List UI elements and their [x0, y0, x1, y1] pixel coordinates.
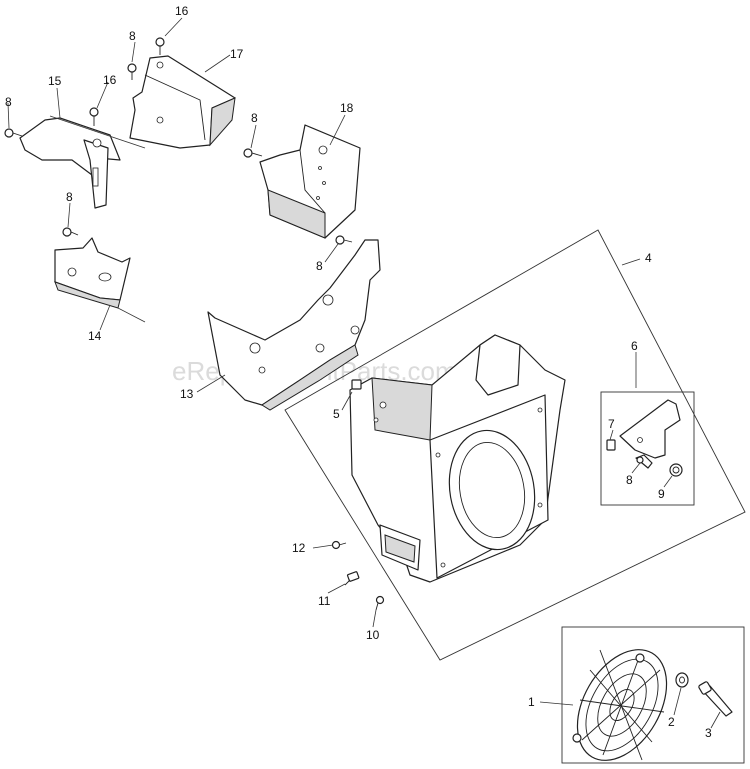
part-7-clip[interactable] — [606, 439, 616, 451]
callout-11: 11 — [318, 594, 331, 608]
callout-8-a: 8 — [5, 95, 12, 109]
group-frame-4 — [284, 229, 746, 661]
callout-18: 18 — [340, 101, 354, 115]
callout-8-c: 8 — [251, 111, 258, 125]
callout-8-e: 8 — [316, 259, 323, 273]
callout-labels: 16 8 17 15 16 8 18 8 8 8 4 14 13 5 6 7 8… — [5, 4, 712, 740]
callout-9: 9 — [658, 487, 665, 501]
screw-12[interactable] — [331, 540, 347, 550]
callout-16-a: 16 — [175, 4, 189, 18]
part-13-bracket[interactable] — [207, 239, 381, 411]
screw-8-e[interactable] — [335, 235, 353, 245]
screw-10[interactable] — [375, 595, 385, 611]
callout-5: 5 — [333, 407, 340, 421]
part-5-nut[interactable] — [351, 379, 362, 390]
part-17-bracket[interactable] — [129, 55, 236, 149]
callout-12: 12 — [292, 541, 306, 555]
group-frame-6 — [600, 391, 695, 506]
part-6-plate[interactable] — [619, 399, 681, 459]
screw-8-a[interactable] — [4, 128, 23, 138]
callout-6: 6 — [631, 339, 638, 353]
callout-4: 4 — [645, 251, 652, 265]
screw-8-d[interactable] — [62, 227, 79, 237]
callout-2: 2 — [668, 715, 675, 729]
part-2-washer[interactable] — [675, 672, 689, 688]
callout-7: 7 — [608, 417, 615, 431]
callout-16-b: 16 — [103, 73, 117, 87]
callout-13: 13 — [180, 387, 194, 401]
callout-14: 14 — [88, 329, 102, 343]
callout-3: 3 — [705, 726, 712, 740]
part-18-bracket[interactable] — [259, 124, 361, 239]
callout-15: 15 — [48, 74, 62, 88]
part-1-screen[interactable] — [559, 634, 685, 769]
callout-10: 10 — [366, 628, 380, 642]
part-9-plug[interactable] — [669, 463, 683, 477]
part-4-blower-housing[interactable] — [349, 334, 566, 583]
leader-lines — [7, 17, 721, 729]
part-3-bolt[interactable] — [698, 681, 733, 717]
screw-8-c[interactable] — [243, 148, 263, 158]
part-15-bracket[interactable] — [19, 115, 146, 209]
screw-11[interactable] — [344, 571, 360, 586]
screw-8-b[interactable] — [127, 63, 137, 80]
callout-17: 17 — [230, 47, 244, 61]
part-14-bracket[interactable] — [54, 237, 146, 323]
callout-8-b: 8 — [129, 29, 136, 43]
part-8-screw-group6[interactable] — [635, 454, 653, 469]
group-frame-1 — [561, 626, 745, 764]
screw-16-b[interactable] — [89, 107, 99, 126]
callout-8-f: 8 — [626, 473, 633, 487]
callout-1: 1 — [528, 695, 535, 709]
callout-8-d: 8 — [66, 190, 73, 204]
screw-16-a[interactable] — [155, 37, 165, 55]
